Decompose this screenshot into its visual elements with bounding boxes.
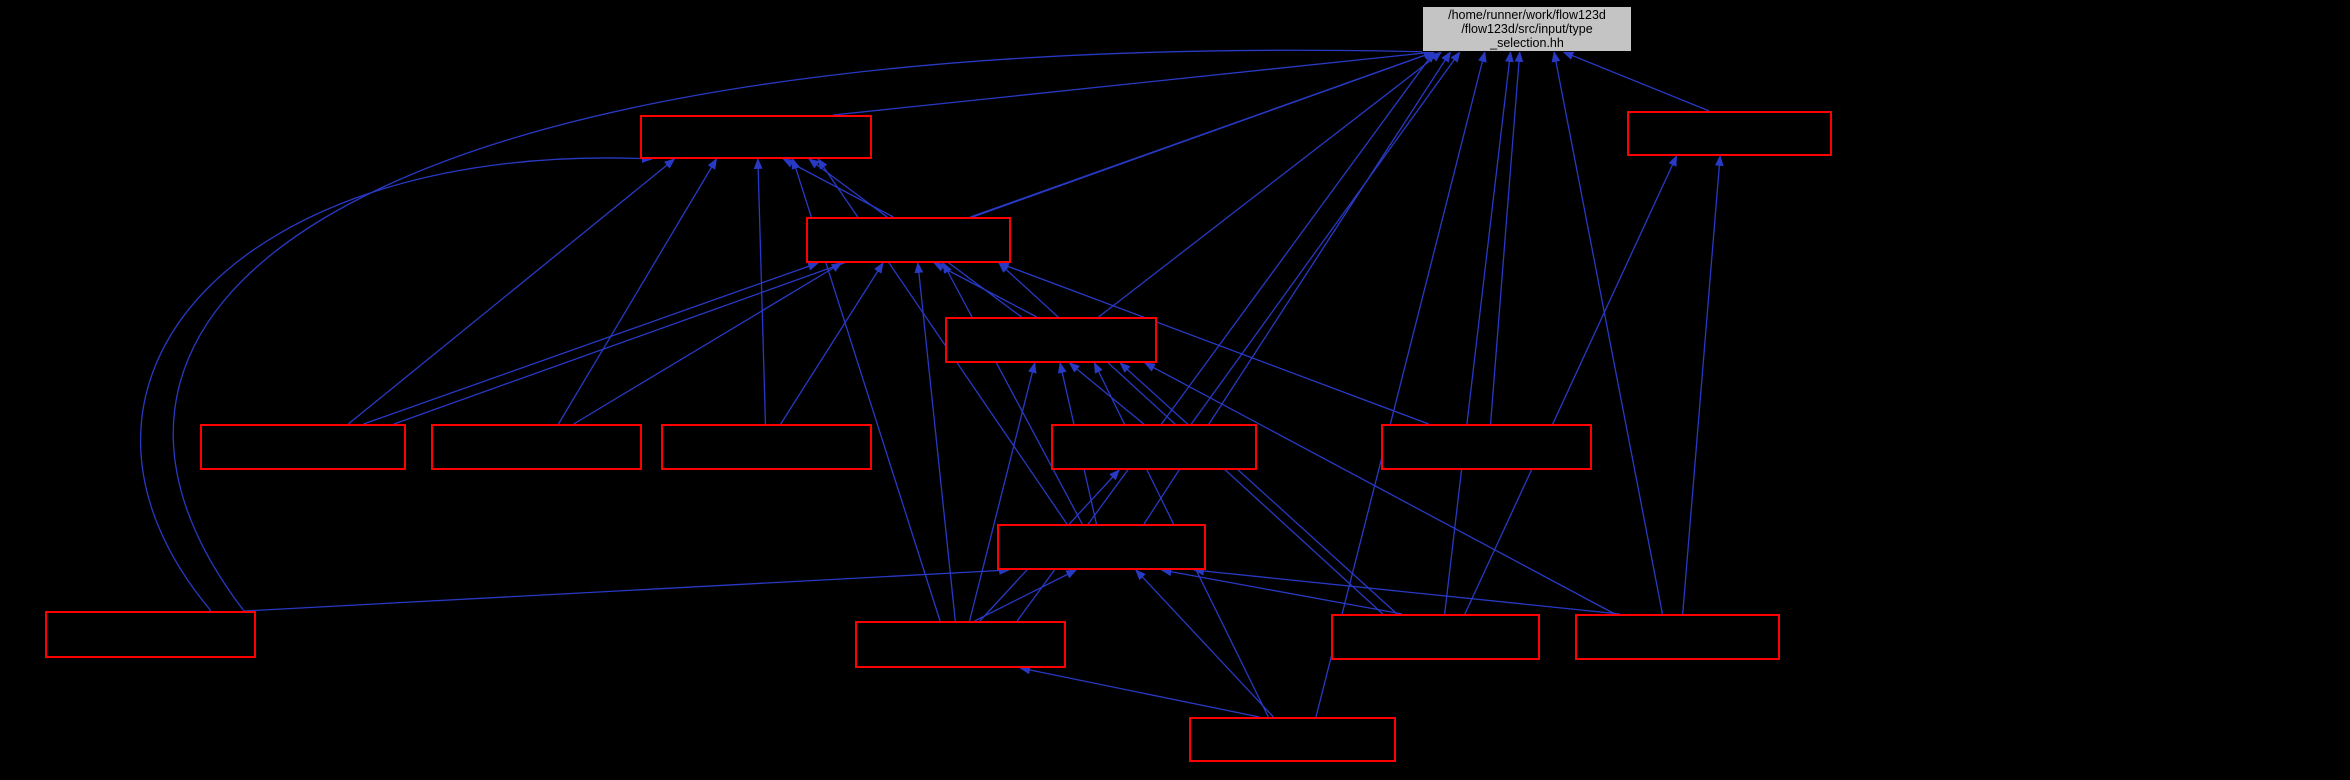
graph-edge-red-4-title xyxy=(1098,51,1443,318)
graph-edge-red-1-title xyxy=(833,48,1436,116)
graph-edge-red-9-title xyxy=(1489,50,1524,425)
graph-edge-red-11-title xyxy=(172,47,1436,612)
graph-edge-red-8-title xyxy=(1190,51,1461,425)
graph-edge-red-15-red-12 xyxy=(1019,665,1260,718)
graph-node-red-7[interactable] xyxy=(661,424,872,470)
graph-edge-red-5-red-1 xyxy=(347,158,676,425)
graph-node-red-11[interactable] xyxy=(45,611,256,658)
graph-edge-red-7-red-3 xyxy=(780,262,884,425)
title-line-1: /home/runner/work/flow123d xyxy=(1448,8,1606,22)
graph-edge-red-15-red-10 xyxy=(1135,569,1274,718)
graph-node-red-5[interactable] xyxy=(200,424,406,470)
graph-edge-red-13-title xyxy=(1444,50,1514,615)
graph-edge-red-7-red-1 xyxy=(753,157,767,425)
graph-node-red-3[interactable] xyxy=(806,217,1011,263)
graph-node-red-12[interactable] xyxy=(855,621,1066,668)
graph-node-red-10[interactable] xyxy=(997,524,1206,570)
graph-edge-red-9-red-3 xyxy=(997,262,1429,425)
graph-node-red-1[interactable] xyxy=(640,115,872,159)
graph-node-red-9[interactable] xyxy=(1381,424,1592,470)
graph-edge-red-13-red-2 xyxy=(1464,155,1678,615)
title-line-2: /flow123d/src/input/type xyxy=(1461,22,1593,36)
graph-edge-red-10-red-3 xyxy=(942,262,1083,525)
graph-edge-red-11-red-1 xyxy=(139,154,654,612)
graph-edge-red-2-title xyxy=(1562,51,1710,112)
graph-edge-red-14-red-2 xyxy=(1682,154,1724,615)
graph-edge-red-14-red-10 xyxy=(1192,566,1620,615)
graph-edge-red-8-red-4 xyxy=(1068,362,1145,425)
graph-node-red-8[interactable] xyxy=(1051,424,1257,470)
graph-edge-red-13-red-4 xyxy=(1119,362,1398,615)
graph-edge-red-11-red-10 xyxy=(243,566,1011,612)
graph-node-red-15[interactable] xyxy=(1189,717,1396,762)
graph-edge-red-12-red-4 xyxy=(968,361,1037,622)
graph-node-red-14[interactable] xyxy=(1575,614,1780,660)
graph-edge-red-12-red-10 xyxy=(974,569,1078,622)
graph-node-red-13[interactable] xyxy=(1331,614,1540,660)
graph-edge-red-13-red-10 xyxy=(1160,567,1403,615)
graph-node-red-6[interactable] xyxy=(431,424,642,470)
graph-edge-red-15-title xyxy=(1315,50,1487,718)
graph-edge-red-5-red-3 xyxy=(363,262,820,425)
graph-node-red-2[interactable] xyxy=(1627,111,1832,156)
graph-edge-red-12-red-3 xyxy=(914,261,956,622)
graph-edge-red-14-title xyxy=(1551,50,1664,615)
graph-edge-red-14-red-4 xyxy=(1144,362,1616,615)
graph-edge-red-6-red-3 xyxy=(573,262,843,425)
graph-node-type-selection-hh: /home/runner/work/flow123d /flow123d/src… xyxy=(1422,6,1632,52)
graph-node-red-4[interactable] xyxy=(945,317,1157,363)
graph-edge-red-6-red-1 xyxy=(557,158,718,425)
title-line-3: _selection.hh xyxy=(1490,36,1564,50)
